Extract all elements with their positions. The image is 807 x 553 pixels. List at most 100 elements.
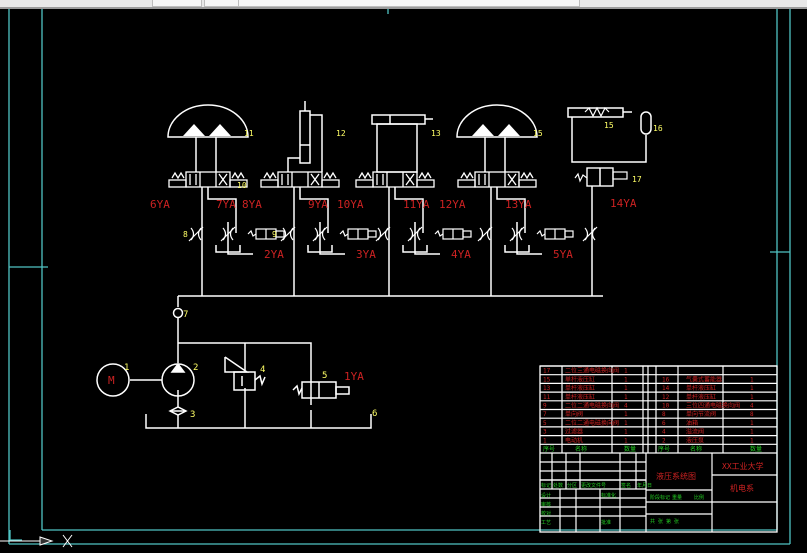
hydraulic-circuit bbox=[96, 295, 603, 429]
std-label: 标准化 bbox=[601, 492, 616, 499]
label-solenoid: 8YA bbox=[242, 198, 262, 211]
pipe bbox=[571, 117, 647, 163]
pipe bbox=[394, 187, 424, 233]
solenoid-right bbox=[321, 179, 340, 188]
table-cell: 9 bbox=[543, 403, 547, 410]
label-solenoid: 7YA bbox=[216, 198, 236, 211]
label-solenoid: 4YA bbox=[451, 248, 471, 261]
actuator-triangle bbox=[472, 124, 494, 136]
table-cell: 单向节流阀 bbox=[686, 410, 716, 418]
toolbar-field[interactable] bbox=[152, 0, 202, 7]
labels: 1 M 2 3 4 5 1YA 6 7 bbox=[108, 310, 377, 420]
table-cell: 4 bbox=[750, 403, 754, 410]
label-1ya: 1YA bbox=[344, 370, 364, 383]
table-header: 序号 bbox=[658, 445, 670, 453]
table-cell: 单杆液压缸 bbox=[686, 384, 716, 392]
cylinder-body bbox=[376, 123, 418, 173]
rev-label: 处数 bbox=[553, 482, 563, 489]
label-actuator-number: 15 bbox=[604, 121, 614, 130]
rev-label: 分区 bbox=[567, 482, 577, 489]
label-solenoid: 3YA bbox=[356, 248, 376, 261]
label-throttle-number: 8 bbox=[183, 230, 188, 239]
speed-valve-symbol bbox=[536, 228, 574, 240]
table-cell: 1 bbox=[750, 429, 754, 436]
throttle-arrow bbox=[477, 226, 493, 242]
label-solenoid: 2YA bbox=[264, 248, 284, 261]
toolbar-field[interactable] bbox=[204, 0, 240, 7]
throttle-valve-symbol bbox=[188, 226, 204, 242]
rev-label: 更改文件号 bbox=[581, 482, 606, 489]
label-dir-valve-number: 10 bbox=[237, 181, 247, 190]
table-cell: 过滤器 bbox=[565, 428, 583, 436]
table-cell: 电动机 bbox=[565, 436, 583, 444]
label-solenoid: 5YA bbox=[553, 248, 573, 261]
table-cell: 二位三通电磁换向阀 bbox=[565, 367, 619, 375]
table-cell: 1 bbox=[750, 376, 754, 383]
table-cell: 16 bbox=[662, 376, 670, 383]
role-label: 工艺 bbox=[541, 520, 551, 526]
label-actuator-number: 12 bbox=[336, 129, 346, 138]
pipe bbox=[178, 342, 312, 405]
approve-label: 批准 bbox=[601, 519, 611, 526]
rev-label: 年月日 bbox=[637, 482, 652, 489]
solenoid bbox=[564, 230, 574, 238]
label-motor-number: 1 bbox=[124, 363, 129, 373]
throttle-valve-symbol bbox=[375, 226, 391, 242]
school-name: XX工业大学 bbox=[722, 461, 764, 471]
tank-symbol bbox=[307, 245, 333, 253]
actuator-triangle bbox=[183, 124, 205, 136]
directional-valve-symbol bbox=[168, 171, 248, 188]
solenoid bbox=[275, 230, 285, 238]
spring-left bbox=[171, 171, 185, 180]
solenoid-right bbox=[416, 179, 435, 188]
table-cell: 8 bbox=[662, 411, 666, 418]
sheet-label: 共 张 第 张 bbox=[650, 518, 679, 525]
corner-mark bbox=[9, 530, 22, 541]
table-header: 序号 bbox=[543, 445, 555, 453]
rev-label: 标记 bbox=[541, 482, 551, 489]
directional-valve-symbol bbox=[457, 171, 537, 188]
stage-label: 阶段标记 bbox=[650, 494, 670, 501]
table-cell: 单杆液压缸 bbox=[565, 384, 595, 392]
cylinder-spring bbox=[584, 106, 610, 118]
ucs-icon bbox=[0, 534, 73, 548]
arrow bbox=[310, 173, 320, 186]
table-cell: 2 bbox=[662, 437, 666, 444]
table-cell: 1 bbox=[624, 394, 628, 401]
table-cell: 1 bbox=[750, 437, 754, 444]
table-cell: 油箱 bbox=[686, 419, 698, 427]
drawing-title: 液压系统图 bbox=[656, 471, 696, 481]
table-cell: 12 bbox=[662, 394, 670, 401]
table-cell: 1 bbox=[543, 437, 547, 444]
table-cell: 14 bbox=[662, 385, 670, 392]
table-cell: 1 bbox=[624, 437, 628, 444]
tank-symbol bbox=[504, 245, 530, 253]
label-relief-number: 4 bbox=[260, 365, 265, 375]
pipe bbox=[414, 222, 440, 255]
label-solenoid: 9YA bbox=[308, 198, 328, 211]
toolbar-field[interactable] bbox=[238, 0, 580, 7]
table-cell: 1 bbox=[624, 385, 628, 392]
tank-symbol bbox=[215, 245, 241, 253]
pipe bbox=[516, 222, 542, 255]
table-cell: 3 bbox=[543, 429, 547, 436]
spring-right bbox=[418, 171, 432, 180]
throttle-valve-symbol bbox=[280, 226, 296, 242]
rotary-actuator-symbol bbox=[167, 104, 249, 138]
role-label: 审核 bbox=[541, 501, 551, 508]
accumulator-symbol bbox=[640, 111, 652, 135]
stage-label: 比例 bbox=[694, 494, 704, 501]
directional-valve-symbol bbox=[355, 171, 435, 188]
table-cell: 液压泵 bbox=[686, 436, 704, 444]
spring-left bbox=[358, 171, 372, 180]
arrow bbox=[218, 173, 228, 186]
department: 机电系 bbox=[730, 483, 754, 493]
solenoid-left bbox=[168, 179, 187, 188]
speed-valve-symbol bbox=[339, 228, 377, 240]
pipe bbox=[287, 157, 300, 172]
tank-symbol bbox=[402, 245, 428, 253]
throttle-arrow bbox=[582, 226, 598, 242]
spring bbox=[339, 229, 349, 237]
